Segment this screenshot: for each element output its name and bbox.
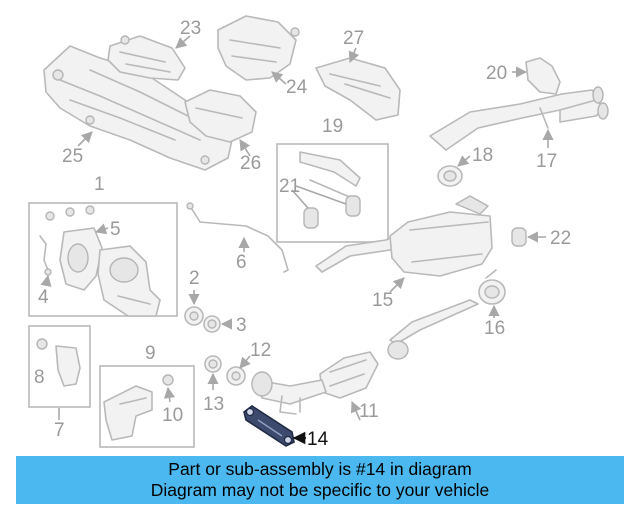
- leader-25: [77, 131, 93, 147]
- callout-12: 12: [250, 340, 271, 361]
- bracket-8[interactable]: [36, 338, 81, 387]
- gasket-3[interactable]: [203, 315, 221, 333]
- turbo-assembly-5[interactable]: [59, 227, 161, 317]
- gasket-13[interactable]: [204, 355, 222, 373]
- muffler-15[interactable]: [315, 195, 493, 277]
- box-9: [99, 365, 195, 448]
- bracket-14[interactable]: [243, 405, 295, 447]
- leader-12: [239, 355, 251, 369]
- front-pipe-11[interactable]: [251, 299, 479, 415]
- callout-4: 4: [38, 287, 49, 308]
- callout-25: 25: [62, 146, 83, 167]
- clamp-16[interactable]: [478, 269, 506, 305]
- info-banner: Part or sub-assembly is #14 in diagram D…: [16, 456, 624, 504]
- gasket-2[interactable]: [184, 306, 204, 326]
- fastener-1: [45, 205, 95, 221]
- leader-21: [291, 185, 347, 209]
- leader-27: [348, 47, 360, 64]
- leader-18: [457, 155, 471, 167]
- banner-line-2: Diagram may not be specific to your vehi…: [150, 480, 490, 500]
- callout-15: 15: [372, 290, 393, 311]
- sensor-4[interactable]: [39, 235, 52, 276]
- hanger-22[interactable]: [511, 227, 527, 247]
- leader-26: [239, 139, 251, 157]
- box-7: [28, 325, 91, 408]
- hanger-bracket-19[interactable]: [299, 151, 361, 199]
- callout-7: 7: [54, 420, 65, 441]
- callout-19: 19: [322, 116, 343, 137]
- bracket-9[interactable]: [103, 374, 174, 441]
- callout-16: 16: [484, 318, 505, 339]
- hanger-21[interactable]: [303, 195, 361, 229]
- tail-pipe-17[interactable]: [429, 86, 609, 151]
- callout-1: 1: [94, 174, 105, 195]
- box-1: [28, 202, 178, 317]
- heat-shield-26[interactable]: [184, 89, 257, 143]
- callout-14: 14: [307, 429, 329, 450]
- diagram-canvas: 25 23 24 27 26 20 17: [28, 15, 609, 450]
- exhaust-parts-diagram: 25 23 24 27 26 20 17: [28, 15, 609, 450]
- callout-10: 10: [162, 405, 183, 426]
- callout-18: 18: [472, 145, 493, 166]
- callout-27: 27: [343, 28, 364, 49]
- leader-4: [40, 274, 52, 287]
- box-19: [276, 143, 389, 243]
- gasket-12[interactable]: [226, 366, 246, 386]
- callout-6: 6: [236, 252, 247, 273]
- callout-22: 22: [550, 228, 571, 249]
- callout-13: 13: [203, 394, 224, 415]
- leader-23: [175, 35, 191, 49]
- banner-line-1: Part or sub-assembly is #14 in diagram: [168, 459, 472, 479]
- callout-24: 24: [286, 77, 308, 98]
- heat-shield-23[interactable]: [107, 35, 186, 81]
- callout-3: 3: [236, 315, 247, 336]
- callout-9: 9: [145, 343, 156, 364]
- leader-15: [389, 277, 405, 293]
- callout-2: 2: [189, 268, 200, 289]
- bracket-20[interactable]: [525, 57, 561, 95]
- callout-21: 21: [279, 176, 300, 197]
- callout-20: 20: [486, 63, 507, 84]
- heat-shield-27[interactable]: [315, 57, 401, 121]
- pipe-6[interactable]: [186, 202, 289, 273]
- leader-11: [350, 400, 362, 421]
- callout-23: 23: [180, 18, 201, 39]
- clamp-18[interactable]: [437, 165, 463, 187]
- callout-11: 11: [359, 401, 379, 422]
- callout-17: 17: [536, 151, 557, 172]
- callout-8: 8: [34, 367, 45, 388]
- leader-5: [94, 223, 109, 235]
- callout-26: 26: [240, 153, 261, 174]
- leader-10: [163, 386, 175, 403]
- leader-24: [271, 71, 287, 85]
- callout-5: 5: [110, 219, 121, 240]
- heat-shield-24[interactable]: [217, 15, 300, 81]
